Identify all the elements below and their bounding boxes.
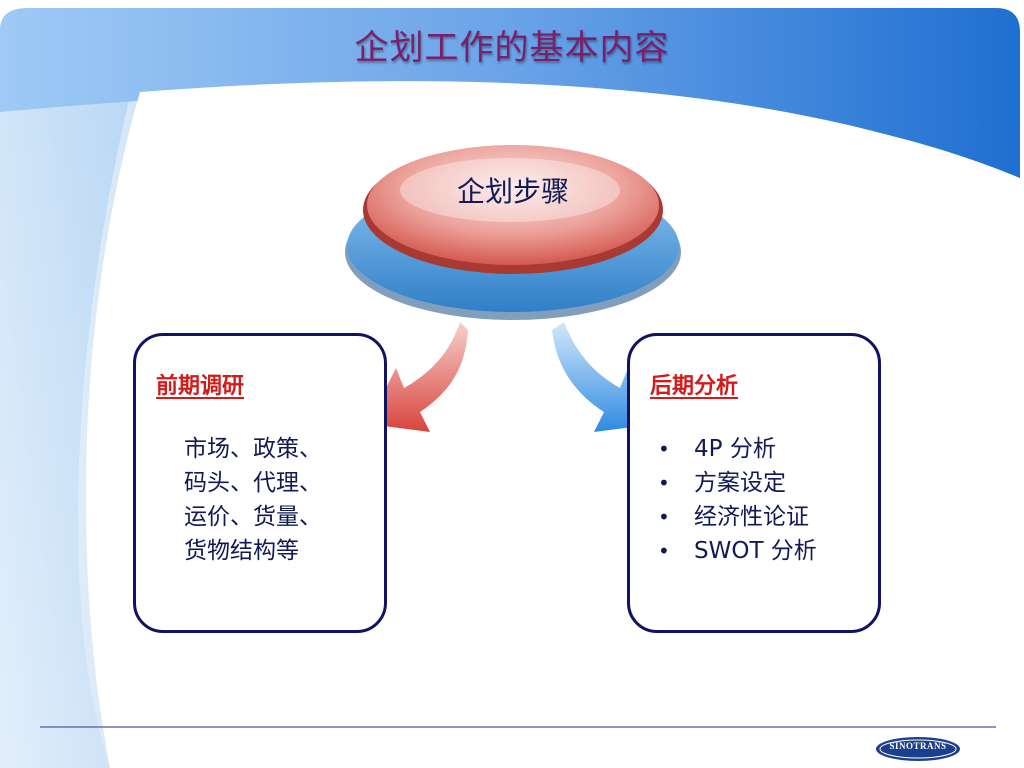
list-item: •4P 分析 bbox=[658, 432, 817, 466]
slide-title: 企划工作的基本内容 bbox=[354, 28, 670, 68]
right-panel: 后期分析 •4P 分析 •方案设定 •经济性论证 •SWOT 分析 bbox=[627, 333, 881, 633]
logo-shape bbox=[876, 737, 960, 761]
list-item: •SWOT 分析 bbox=[658, 534, 817, 568]
left-panel-text: 市场、政策、 码头、代理、 运价、货量、 货物结构等 bbox=[184, 432, 374, 568]
bullet-icon: • bbox=[658, 471, 670, 495]
header-band bbox=[0, 8, 1020, 178]
center-step-label: 企划步骤 bbox=[456, 175, 569, 208]
bullet-icon: • bbox=[658, 539, 670, 563]
left-panel: 前期调研 市场、政策、 码头、代理、 运价、货量、 货物结构等 bbox=[133, 333, 387, 633]
list-item: •方案设定 bbox=[658, 466, 817, 500]
right-panel-heading: 后期分析 bbox=[650, 374, 739, 399]
left-panel-line: 货物结构等 bbox=[184, 538, 299, 564]
bullet-icon: • bbox=[658, 437, 670, 461]
left-arrow bbox=[368, 322, 468, 432]
left-panel-line: 码头、代理、 bbox=[184, 470, 322, 496]
left-decor-swoosh bbox=[0, 92, 140, 768]
left-panel-line: 市场、政策、 bbox=[184, 436, 322, 462]
left-panel-line: 运价、货量、 bbox=[184, 504, 322, 530]
left-panel-heading: 前期调研 bbox=[156, 374, 245, 399]
center-ellipse-highlight bbox=[400, 158, 620, 222]
center-ellipse-top bbox=[367, 145, 659, 265]
list-item: •经济性论证 bbox=[658, 500, 817, 534]
bullet-icon: • bbox=[658, 505, 670, 529]
right-panel-list: •4P 分析 •方案设定 •经济性论证 •SWOT 分析 bbox=[658, 432, 817, 568]
sinotrans-logo: SINOTRANS bbox=[889, 741, 947, 751]
